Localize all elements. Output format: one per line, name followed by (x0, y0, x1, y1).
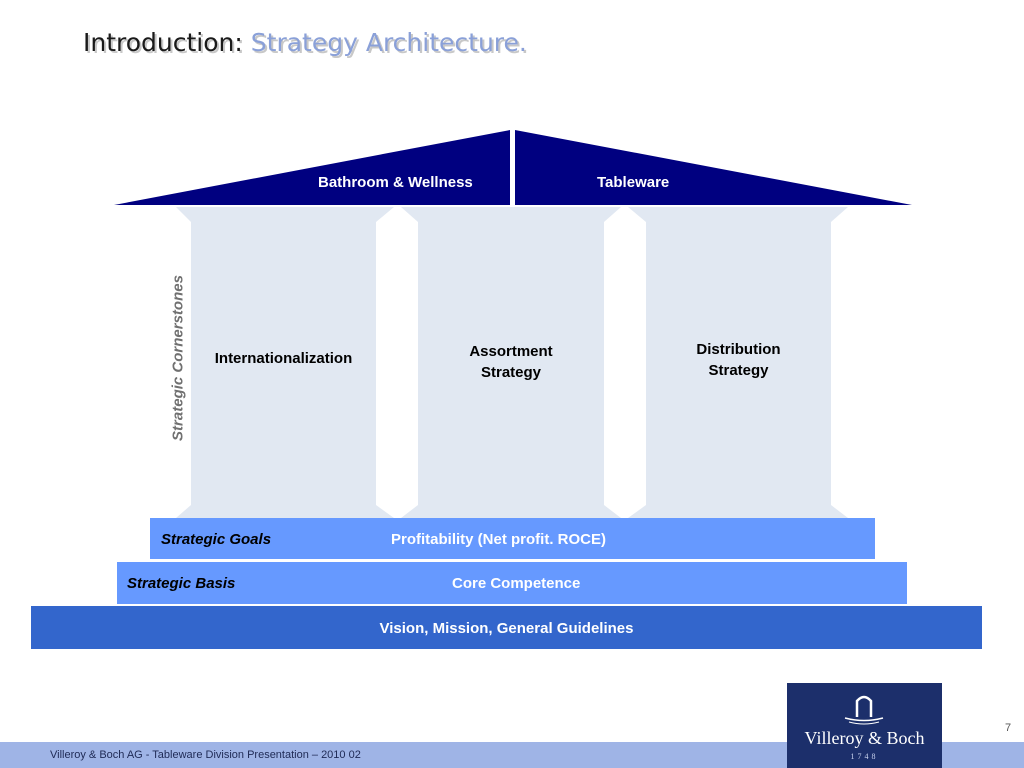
pillar-label-internationalization: Internationalization (191, 348, 376, 369)
pillar-distribution (628, 207, 848, 518)
footer-text: Villeroy & Boch AG - Tableware Division … (50, 749, 361, 761)
cornerstones-label: Strategic Cornerstones (169, 275, 187, 441)
pillar-assortment (401, 207, 621, 518)
page-title: Introduction: Strategy Architecture. (83, 28, 527, 57)
roof-left (114, 130, 510, 205)
pillar-2-line1: Assortment (469, 343, 553, 360)
goals-band (150, 518, 875, 559)
basis-value: Core Competence (452, 575, 581, 592)
pillar-2-line2: Strategy (480, 364, 542, 381)
foundation-band (31, 606, 982, 649)
roof-label-tableware: Tableware (597, 174, 670, 191)
villeroy-boch-logo: Villeroy & Boch 1748 (787, 683, 942, 768)
logo-brand-text: Villeroy & Boch (804, 728, 925, 748)
logo-year-text: 1748 (850, 752, 879, 761)
title-prefix: Introduction: (83, 28, 243, 57)
pillar-3-line1: Distribution (696, 341, 781, 358)
foundation-value: Vision, Mission, General Guidelines (379, 620, 634, 637)
pillar-internationalization (176, 207, 394, 518)
pillar-label-distribution: Distribution Strategy (646, 339, 831, 381)
goals-value: Profitability (Net profit. ROCE) (391, 531, 606, 548)
roof-right (515, 130, 912, 205)
pillar-label-assortment: Assortment Strategy (418, 341, 604, 383)
pillar-1-label: Internationalization (214, 350, 353, 367)
title-highlight: Strategy Architecture. (250, 28, 527, 57)
pillar-3-line2: Strategy (708, 362, 769, 379)
basis-label: Strategic Basis (127, 575, 236, 592)
logo-emblem-icon (844, 695, 884, 725)
goals-label: Strategic Goals (161, 531, 272, 548)
roof-label-bathroom: Bathroom & Wellness (318, 174, 473, 191)
page-number: 7 (1005, 722, 1012, 734)
basis-band (117, 562, 907, 604)
